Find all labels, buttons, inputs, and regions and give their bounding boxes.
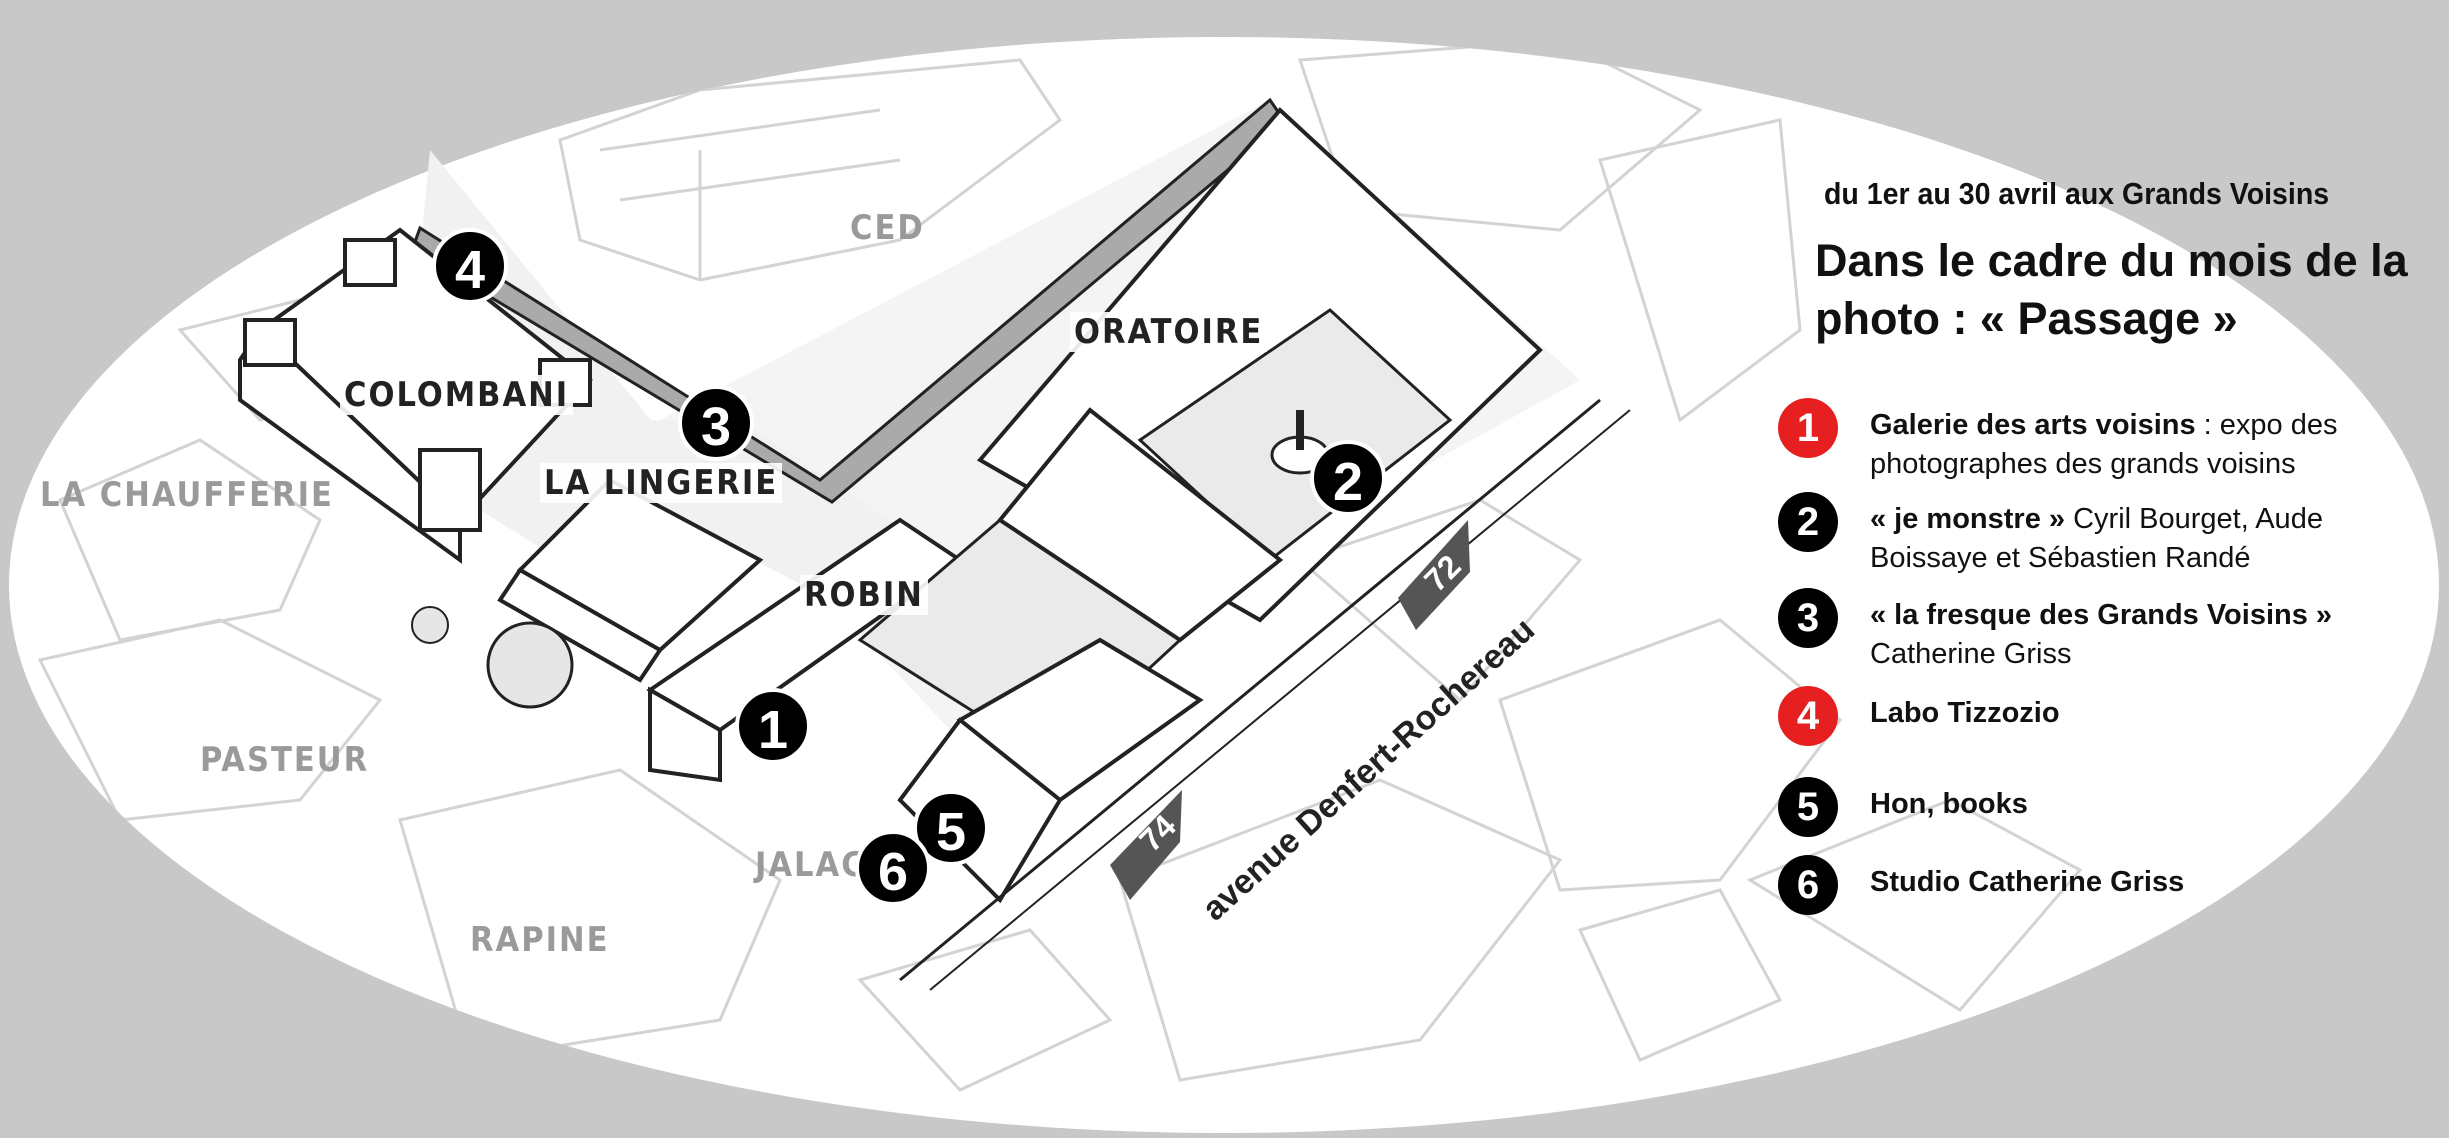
legend-desc-1: : expo des photographes des grands voisi…	[1870, 409, 2338, 480]
legend-number-6: 6	[1778, 855, 1838, 915]
legend-number-4: 4	[1778, 686, 1838, 746]
legend-number-5: 5	[1778, 777, 1838, 837]
building-label-la-chaufferie: LA CHAUFFERIE	[40, 475, 334, 515]
legend-name-3: « la fresque des Grands Voisins »	[1870, 599, 2333, 631]
legend-name-1: Galerie des arts voisins	[1870, 409, 2196, 441]
legend-name-5: Hon, books	[1870, 788, 2028, 820]
legend-name-2: « je monstre »	[1870, 503, 2066, 535]
map-pin-2[interactable]: 2	[1310, 440, 1386, 516]
building-label-ced: CED	[850, 208, 925, 248]
building-label-rapine: RAPINE	[470, 920, 610, 960]
legend-text-5: Hon, books	[1870, 785, 2430, 824]
legend-text-6: Studio Catherine Griss	[1870, 863, 2430, 902]
legend-text-3: « la fresque des Grands Voisins » Cather…	[1870, 596, 2430, 674]
building-label-oratoire: ORATOIRE	[1070, 312, 1268, 352]
legend-name-6: Studio Catherine Griss	[1870, 866, 2185, 898]
legend-desc-3: Catherine Griss	[1870, 638, 2072, 670]
map-pin-4[interactable]: 4	[432, 228, 508, 304]
map-pin-1[interactable]: 1	[735, 688, 811, 764]
building-label-colombani: COLOMBANI	[340, 375, 574, 415]
map-pin-3[interactable]: 3	[678, 385, 754, 461]
event-dates: du 1er au 30 avril aux Grands Voisins	[1824, 176, 2330, 211]
entrance-arrows	[1110, 520, 1470, 900]
legend-name-4: Labo Tizzozio	[1870, 697, 2060, 729]
legend-text-4: Labo Tizzozio	[1870, 694, 2430, 733]
legend-number-1: 1	[1778, 398, 1838, 458]
legend-number-2: 2	[1778, 492, 1838, 552]
legend-text-1: Galerie des arts voisins : expo des phot…	[1870, 406, 2430, 484]
legend-desc-2: Cyril Bourget, Aude Boissaye et Sébastie…	[1870, 503, 2323, 574]
building-label-robin: ROBIN	[800, 575, 928, 615]
legend-title: Dans le cadre du mois de la photo : « Pa…	[1815, 235, 2408, 344]
background-buildings	[37, 38, 2083, 1092]
building-label-pasteur: PASTEUR	[200, 740, 370, 780]
building-label-la-lingerie: LA LINGERIE	[540, 463, 783, 503]
map-pin-6[interactable]: 6	[855, 830, 931, 906]
legend-number-3: 3	[1778, 588, 1838, 648]
legend-text-2: « je monstre » Cyril Bourget, Aude Boiss…	[1870, 500, 2430, 578]
